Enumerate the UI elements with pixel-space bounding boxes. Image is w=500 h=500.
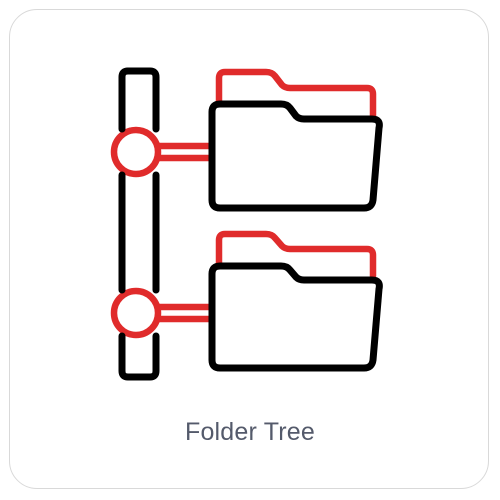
connector-bottom-icon: [110, 287, 215, 339]
icon-card: [9, 9, 489, 489]
back-folder-top-icon: [215, 68, 377, 120]
folder-top-icon: [208, 100, 383, 212]
back-folder-bottom-icon: [215, 230, 377, 280]
icon-caption: Folder Tree: [184, 418, 316, 446]
folder-bottom-icon: [208, 262, 383, 372]
connector-top-icon: [110, 126, 215, 178]
tree-trunk-icon: [118, 67, 160, 381]
